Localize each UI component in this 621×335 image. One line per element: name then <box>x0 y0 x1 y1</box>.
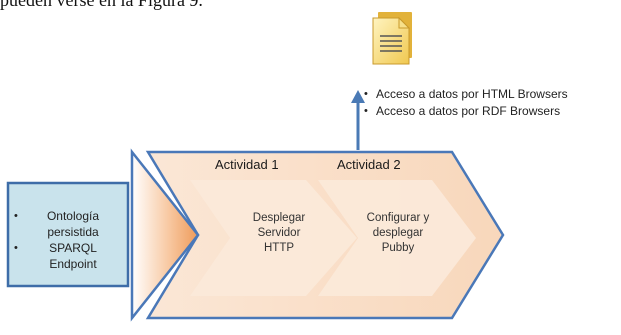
activity-1-chevron <box>190 180 357 296</box>
document-icon <box>372 12 412 65</box>
activity-2-task: Configurar y desplegar Pubby <box>366 212 430 254</box>
header-text: pueden verse en la Figura 9. <box>0 0 203 10</box>
output-item: •Acceso a datos por HTML Browsers <box>364 87 568 101</box>
input-arrow-triangle <box>130 148 200 322</box>
input-item: •Ontología persistida <box>14 209 100 239</box>
activity-2-title: Actividad 2 <box>337 157 401 172</box>
up-arrow-head <box>351 90 365 103</box>
output-item: •Acceso a datos por RDF Browsers <box>364 104 561 118</box>
activity-1-title: Actividad 1 <box>215 157 279 172</box>
activity-2-chevron <box>318 180 476 296</box>
input-box <box>6 181 130 288</box>
input-item: •SPARQL Endpoint <box>14 241 97 271</box>
input-list: •Ontología persistida •SPARQL Endpoint <box>14 208 120 272</box>
output-list: •Acceso a datos por HTML Browsers •Acces… <box>364 86 568 120</box>
activity-1-task: Desplegar Servidor HTTP <box>252 212 306 254</box>
